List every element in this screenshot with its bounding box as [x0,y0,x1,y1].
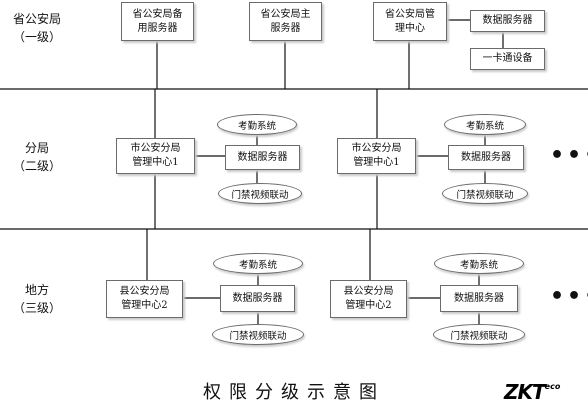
local-center-2: 县公安分局 管理中心2 [330,280,407,318]
logo-main-text: ZKT [504,380,546,404]
more-ellipsis-branch: ••• [550,143,588,168]
more-ellipsis-local: ••• [550,284,588,309]
level-label-province: 省公安局 （一级） [12,12,61,44]
local-attendance-oval-1: 考勤系统 [213,253,303,274]
diagram-caption: 权限分级示意图 [203,382,385,403]
local-attendance-oval-2: 考勤系统 [434,253,524,274]
branch-attendance-oval-1: 考勤系统 [217,114,297,135]
branch-center-1: 市公安分局 管理中心1 [116,138,195,174]
local-data-server-2: 数据服务器 [440,285,518,312]
local-access-video-oval-2: 门禁视频联动 [433,324,525,345]
branch-attendance-oval-2: 考勤系统 [444,114,526,135]
level-label-local: 地方 （三级） [12,283,61,315]
logo-sup-text: eco [544,382,561,391]
local-center-1: 县公安分局 管理中心2 [106,280,183,318]
branch-data-server-2: 数据服务器 [448,145,524,170]
local-data-server-1: 数据服务器 [220,285,295,312]
province-card-device: 一卡通设备 [470,48,545,70]
branch-access-video-oval-2: 门禁视频联动 [442,183,528,204]
province-management-center: 省公安局管 理中心 [373,2,447,41]
zkteco-logo: ZKTeco [504,380,560,404]
branch-center-2: 市公安分局 管理中心1 [337,138,416,174]
local-access-video-oval-1: 门禁视频联动 [212,324,304,345]
branch-access-video-oval-1: 门禁视频联动 [218,183,302,204]
province-main-server: 省公安局主 服务器 [249,2,322,41]
province-backup-server: 省公安局备 用服务器 [121,2,194,41]
level-label-branch: 分局 （二级） [12,141,61,173]
province-data-server: 数据服务器 [470,10,545,32]
branch-data-server-1: 数据服务器 [225,145,300,170]
